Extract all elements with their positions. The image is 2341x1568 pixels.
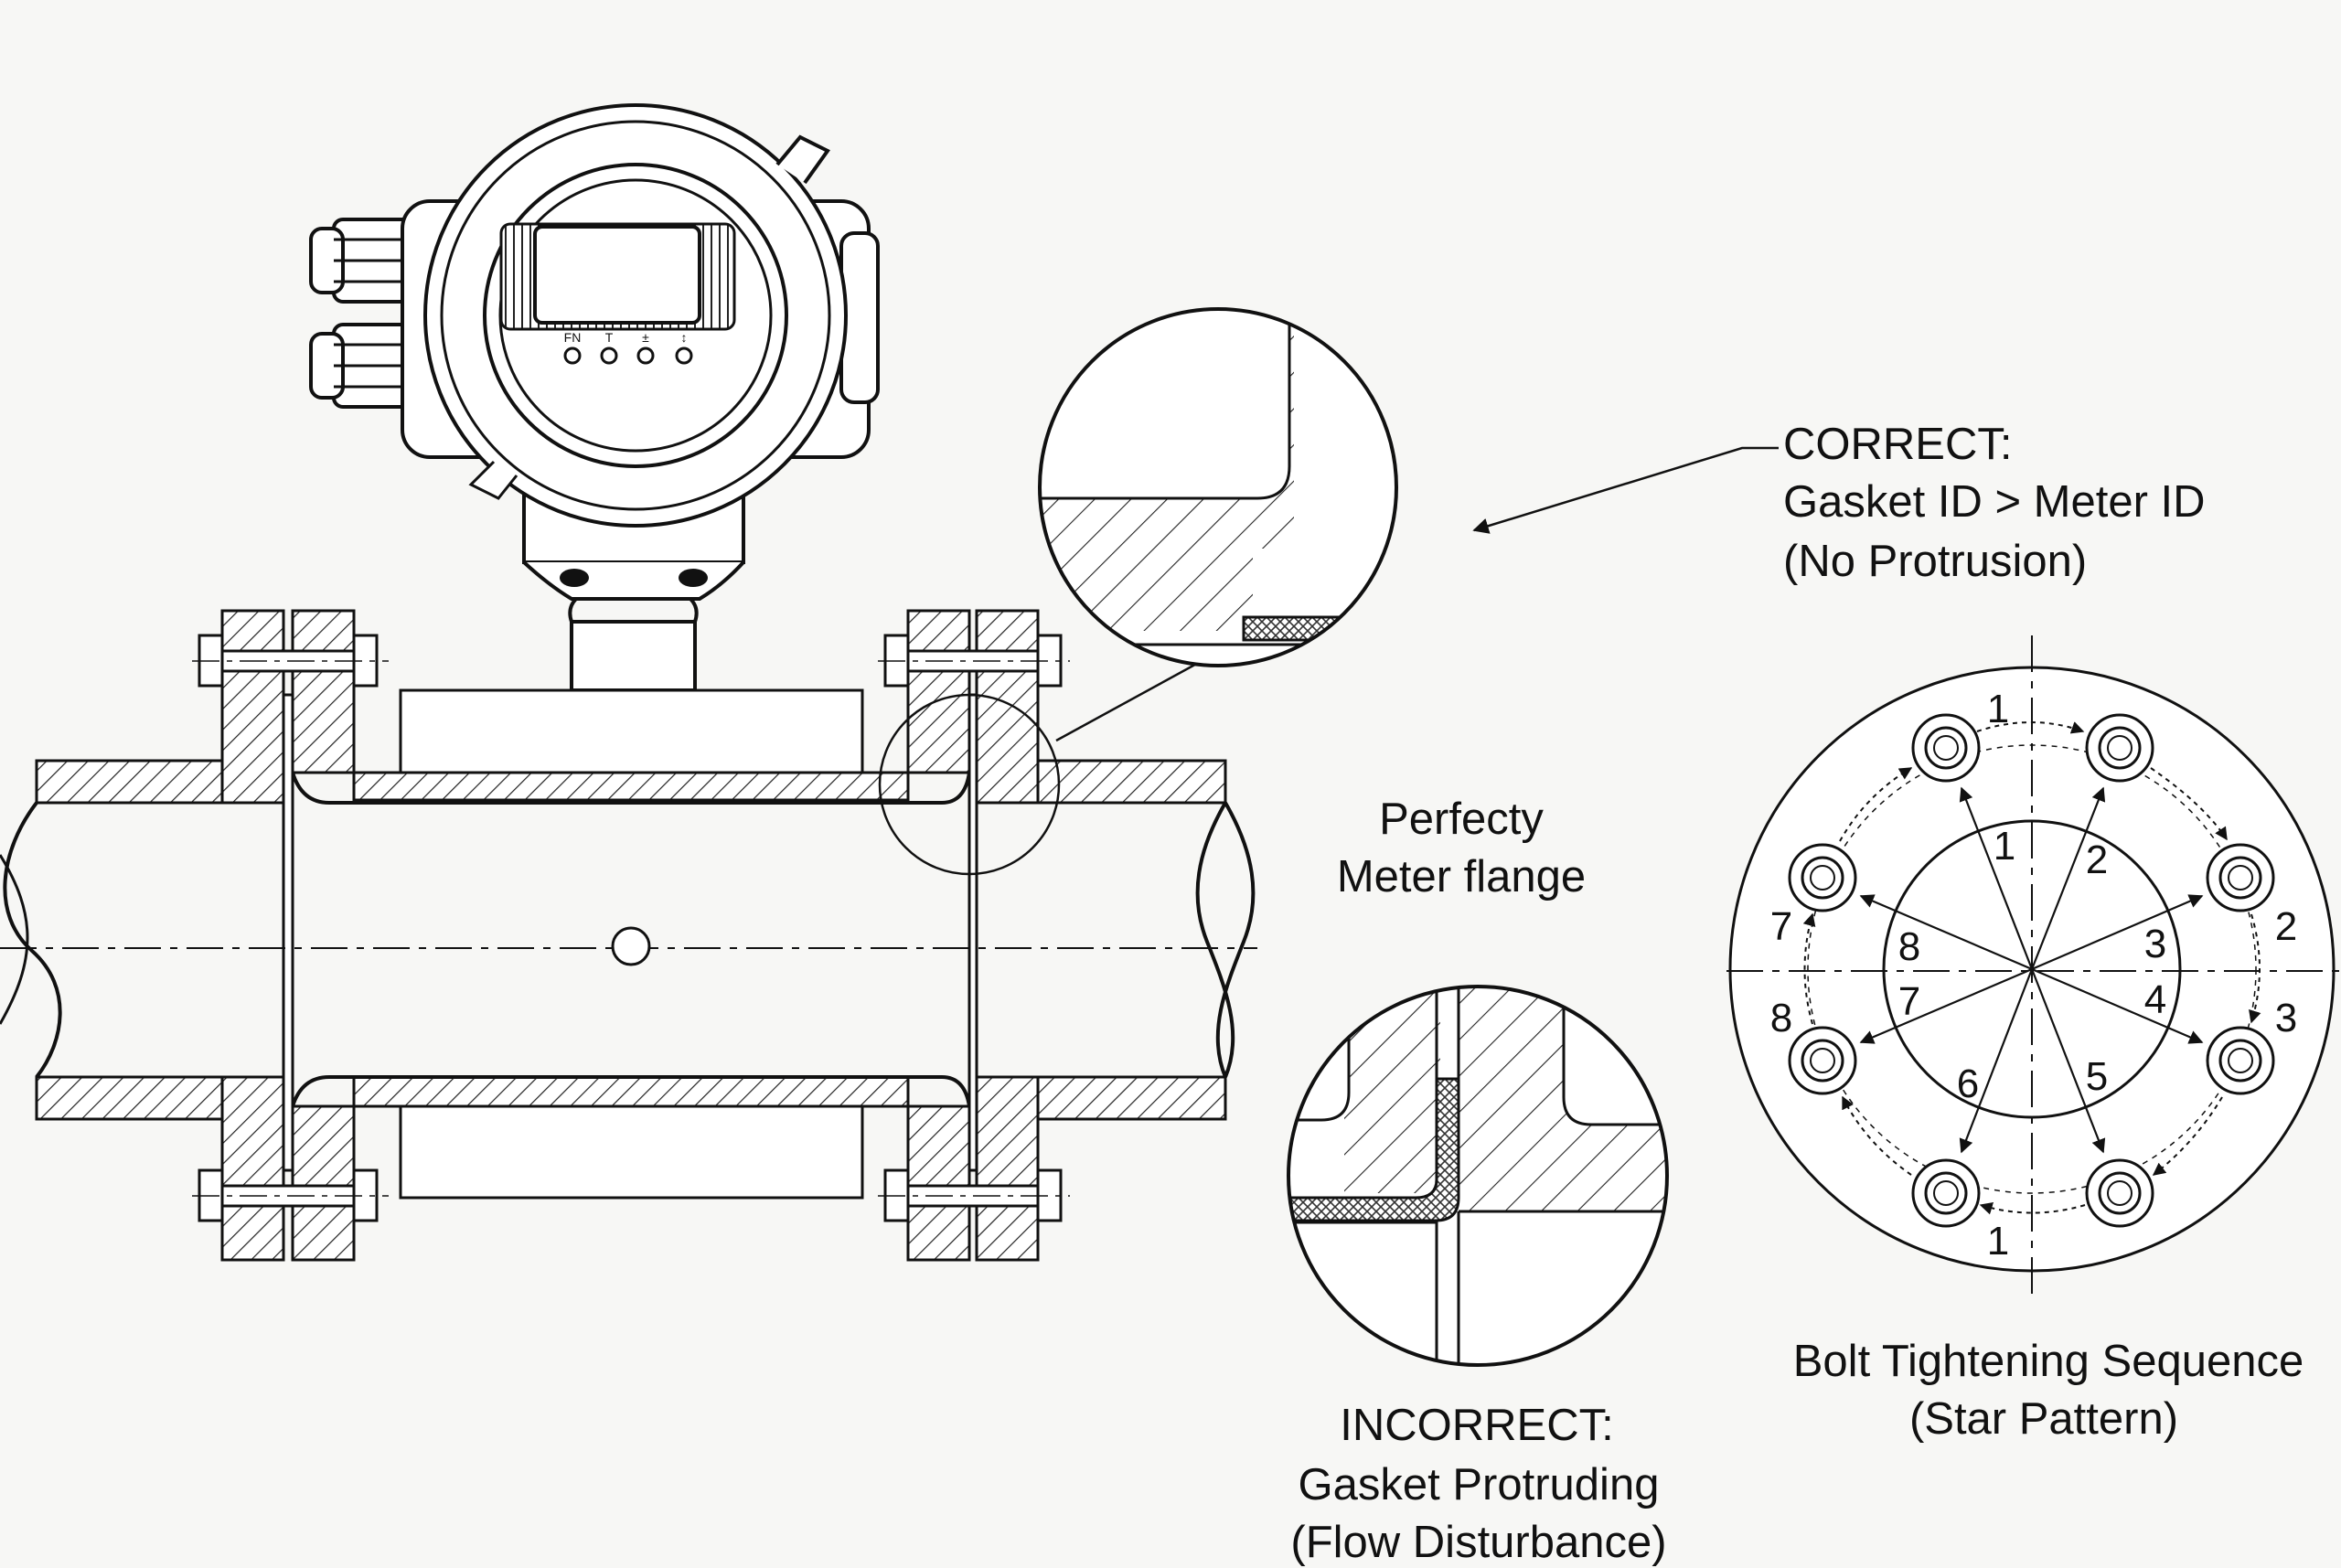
bolt-hole [2206,843,2275,912]
radial-arrows [1859,786,2204,1154]
correct-leader [1472,446,1779,534]
inner-number: 3 [2144,922,2166,966]
correct-detail-circle [1038,307,1398,667]
key-label-plusminus: ± [642,330,649,345]
outer-number: 8 [1770,996,1792,1040]
bolt-hole [1911,1158,1981,1228]
key-label-t: T [605,330,614,345]
key-fn [563,347,582,365]
meter-flange-line2: Meter flange [1337,852,1586,901]
electrode [611,926,651,966]
incorrect-condition: Gasket Protruding [1299,1460,1660,1509]
meter-tube-wall [291,771,971,1108]
outer-number: 1 [1987,1219,2009,1264]
inner-number: 8 [1898,924,1920,969]
key-label-fn: FN [564,330,582,345]
sequence-arcs [1802,721,2261,1215]
bolt-sequence-title: Bolt Tightening Sequence [1793,1337,2304,1386]
key-plusminus [636,347,655,365]
incorrect-label: INCORRECT: Gasket Protruding (Flow Distu… [1290,1401,1666,1567]
transmitter-head: FN T ± ↕ [309,103,880,692]
right-pipe-spool [975,759,1256,1121]
bolt-hole [2085,1158,2154,1228]
inner-number: 7 [1898,979,1920,1024]
bolt-holes [1788,713,2275,1228]
bolt-hole [2085,713,2154,783]
incorrect-detail-circle [1287,985,1669,1367]
gasket-left [282,693,294,1172]
inner-number: 2 [2086,837,2108,882]
correct-condition: Gasket ID > Meter ID [1783,477,2206,527]
bolt-hole [1788,843,1857,912]
outer-number: 7 [1770,904,1792,949]
meter-right-flange [906,609,971,1262]
key-label-updown: ↕ [681,330,688,345]
correct-note: (No Protrusion) [1783,537,2087,586]
meter-flange-line1: Perfecty [1379,795,1544,844]
outer-number: 3 [2275,996,2297,1040]
inner-number: 5 [2086,1054,2108,1099]
key-t [600,347,618,365]
gasket-right [967,693,978,1172]
outer-number: 2 [2275,904,2297,949]
cable-gland-top [309,218,418,304]
outer-sequence-numbers: 1 2 3 1 8 7 [1770,687,2297,1264]
meter-left-flange [291,609,356,1262]
inner-sequence-numbers: 1 2 3 4 5 6 7 8 [1898,824,2166,1106]
incorrect-note: (Flow Disturbance) [1290,1518,1666,1567]
meter-flange-label: Perfecty Meter flange [1337,795,1586,901]
inner-number: 4 [2144,977,2166,1022]
display-window [499,222,736,331]
incorrect-title: INCORRECT: [1340,1401,1613,1450]
bolt-hole [1911,713,1981,783]
correct-title: CORRECT: [1783,420,2012,469]
inner-number: 6 [1957,1061,1979,1106]
left-pipe-spool [0,759,285,1121]
bolt-sequence-subtitle: (Star Pattern) [1909,1394,2178,1444]
bolt-hole [1788,1026,1857,1095]
bolt-sequence-label: Bolt Tightening Sequence (Star Pattern) [1793,1337,2304,1444]
bolt-hole [2206,1026,2275,1095]
bolt-pattern-diagram: 1 2 3 4 5 6 7 8 1 2 3 1 8 7 [1726,635,2341,1298]
right-pipe-flange [975,609,1040,1262]
cable-gland-bottom [309,323,418,409]
operating-keys: FN T ± ↕ [563,330,693,365]
left-pipe-flange [220,609,285,1262]
correct-label: CORRECT: Gasket ID > Meter ID (No Protru… [1783,420,2206,586]
outer-number: 1 [1987,687,2009,731]
key-updown [675,347,693,365]
inner-number: 1 [1994,824,2015,869]
